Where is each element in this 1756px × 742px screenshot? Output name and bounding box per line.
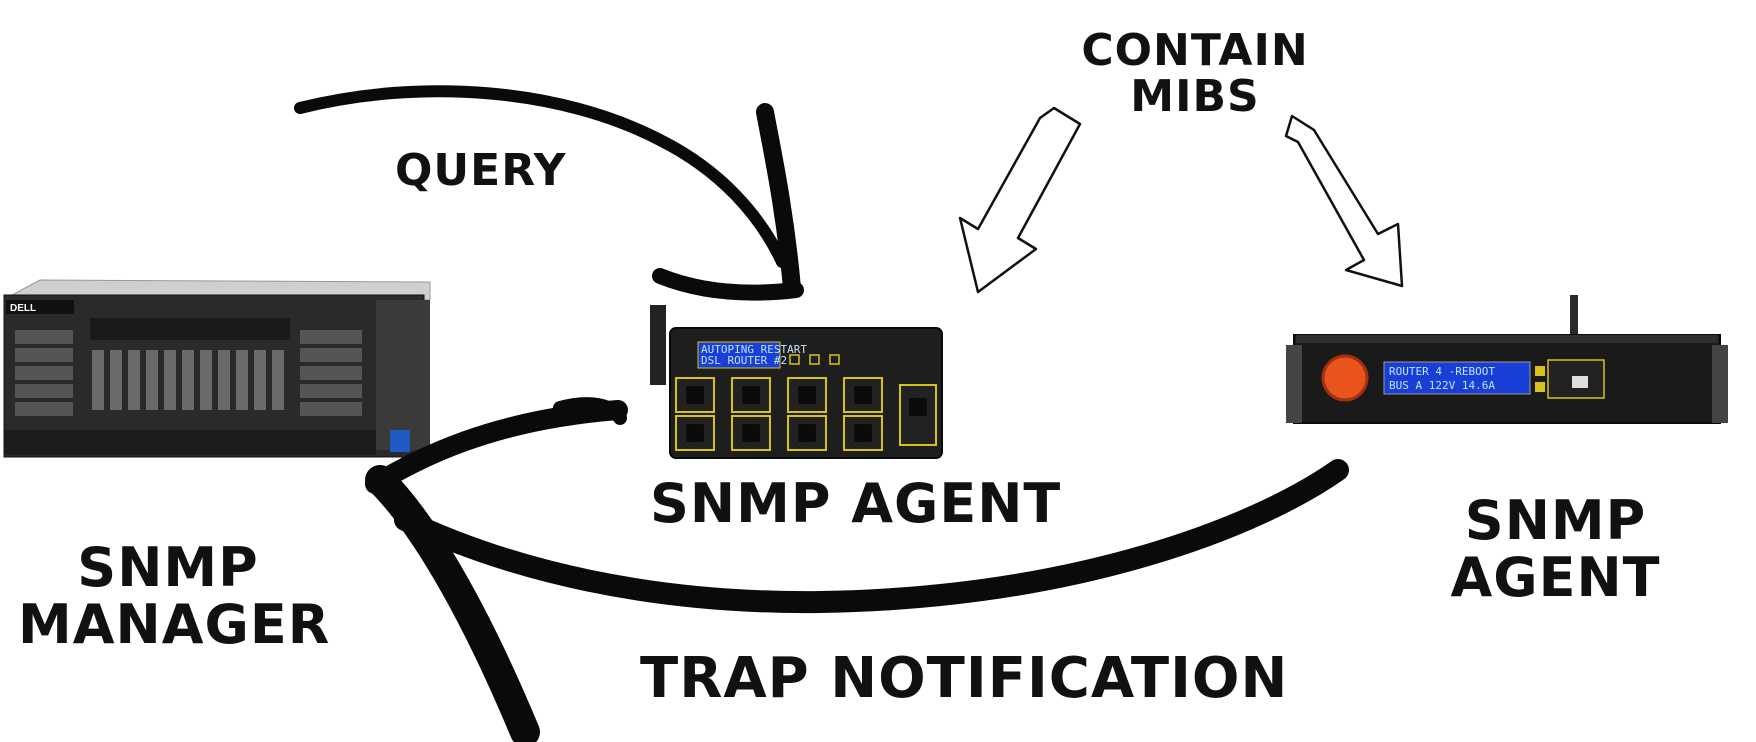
snmp-manager-server-icon: DELL [3, 279, 431, 458]
trap-arrow-icon [365, 397, 1349, 742]
query-arrow-icon [294, 85, 804, 301]
contain-mibs-line1: CONTAIN [1081, 25, 1309, 76]
snmp-manager-line1: SNMP [77, 536, 259, 599]
server-brand-label: DELL [10, 303, 36, 314]
contain-mibs-arrow-left-icon [958, 106, 1082, 294]
snmp-agent-rack-pdu-icon: ROUTER 4 -REBOOT BUS A 122V 14.6A [1286, 295, 1728, 424]
trap-notification-label: TRAP NOTIFICATION [640, 646, 1289, 711]
contain-mibs-line2: MIBS [1130, 71, 1260, 123]
snmp-agent-left-label: SNMP AGENT [650, 472, 1062, 535]
snmp-agent-power-strip-icon: AUTOPING RESTART DSL ROUTER #2 [650, 305, 943, 459]
strip-lcd-line1: AUTOPING RESTART [701, 343, 807, 356]
rack-lcd-line2: BUS A 122V 14.6A [1389, 379, 1495, 392]
query-label: QUERY [395, 145, 567, 196]
snmp-manager-line2: MANAGER [18, 592, 331, 656]
strip-lcd-line2: DSL ROUTER #2 [701, 354, 787, 367]
contain-mibs-label: CONTAIN MIBS [1080, 25, 1310, 123]
rack-lcd-line1: ROUTER 4 -REBOOT [1389, 365, 1495, 378]
snmp-agent-right-label: SNMP AGENT [1450, 489, 1661, 609]
contain-mibs-arrow-right-icon [1284, 114, 1404, 288]
snmp-manager-label: SNMP MANAGER [18, 536, 331, 656]
